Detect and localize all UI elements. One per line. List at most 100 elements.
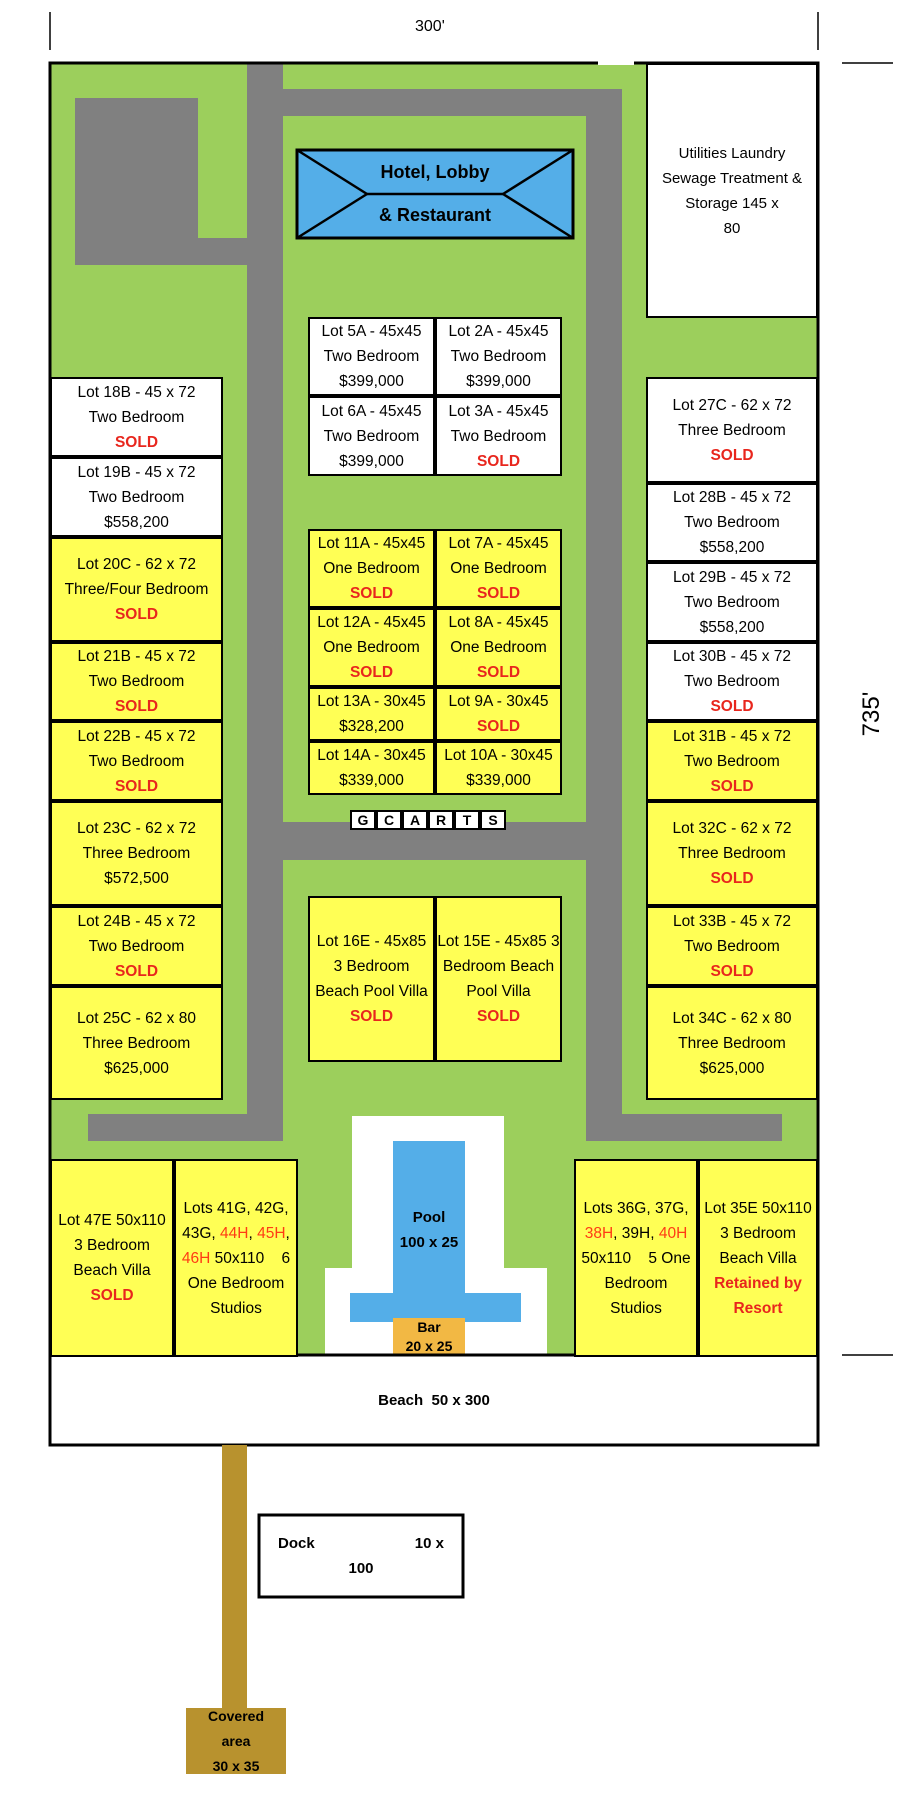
lot-title: Lot 47E 50x110 bbox=[58, 1212, 166, 1229]
lot-status: SOLD bbox=[476, 718, 521, 735]
lot-23c[interactable]: Lot 23C - 62 x 72 Three Bedroom $572,500 bbox=[50, 801, 223, 906]
lot-number-h: 38H bbox=[584, 1224, 614, 1242]
lot-price: $339,000 bbox=[339, 772, 404, 789]
lot-type: Two Bedroom bbox=[88, 673, 185, 690]
lot-type: Beach Villa bbox=[73, 1262, 151, 1279]
lot-number-h: 40H bbox=[658, 1224, 688, 1242]
lot-19b[interactable]: Lot 19B - 45 x 72 Two Bedroom $558,200 bbox=[50, 457, 223, 537]
lot-size: 50x110 6 bbox=[210, 1249, 291, 1267]
lot-price: $339,000 bbox=[466, 772, 531, 789]
lot-3a[interactable]: Lot 3A - 45x45 Two Bedroom SOLD bbox=[435, 396, 562, 476]
lot-title: Lot 30B - 45 x 72 bbox=[672, 648, 792, 665]
lot-21b[interactable]: Lot 21B - 45 x 72 Two Bedroom SOLD bbox=[50, 642, 223, 721]
lot-status: SOLD bbox=[114, 698, 159, 715]
lot-status: SOLD bbox=[476, 664, 521, 681]
lot-32c[interactable]: Lot 32C - 62 x 72 Three Bedroom SOLD bbox=[646, 801, 818, 906]
lot-15e[interactable]: Lot 15E - 45x85 3 Bedroom Beach Pool Vil… bbox=[435, 896, 562, 1062]
lot-type: Three Bedroom bbox=[82, 845, 191, 862]
lot-35e[interactable]: Lot 35E 50x110 3 Bedroom Beach Villa Ret… bbox=[698, 1159, 818, 1357]
lot-14a[interactable]: Lot 14A - 30x45 $339,000 bbox=[308, 741, 435, 795]
lot-title: Lot 19B - 45 x 72 bbox=[77, 463, 196, 481]
lot-title-line3: 46H 50x110 6 bbox=[182, 1246, 290, 1271]
lot-13a[interactable]: Lot 13A - 30x45 $328,200 bbox=[308, 687, 435, 741]
lot-7a[interactable]: Lot 7A - 45x45 One Bedroom SOLD bbox=[435, 529, 562, 608]
lot-29b[interactable]: Lot 29B - 45 x 72 Two Bedroom $558,200 bbox=[646, 562, 818, 642]
carts-letter: G bbox=[350, 810, 376, 830]
lot-type: Beach Pool Villa bbox=[315, 983, 428, 1000]
lot-number-h: 46H bbox=[181, 1249, 211, 1267]
lot-31b[interactable]: Lot 31B - 45 x 72 Two Bedroom SOLD bbox=[646, 721, 818, 801]
lots-41g-46h[interactable]: Lots 41G, 42G, 43G, 44H, 45H, 46H 50x110… bbox=[174, 1159, 298, 1357]
lot-type: One Bedroom bbox=[187, 1274, 285, 1292]
lot-status: SOLD bbox=[710, 870, 754, 887]
lot-title: Lot 11A - 45x45 bbox=[317, 535, 426, 552]
lot-status: SOLD bbox=[710, 962, 754, 980]
lot-price: $558,200 bbox=[699, 539, 765, 556]
hotel-label-line2: & Restaurant bbox=[378, 205, 492, 225]
utilities-line4: 80 bbox=[723, 219, 741, 237]
lot-16e[interactable]: Lot 16E - 45x85 3 Bedroom Beach Pool Vil… bbox=[308, 896, 435, 1062]
pier bbox=[222, 1445, 247, 1708]
lot-title: Lot 12A - 45x45 bbox=[317, 614, 426, 631]
lot-title: Lot 16E - 45x85 bbox=[316, 933, 427, 950]
bar-name: Bar bbox=[417, 1318, 441, 1335]
lot-price: $558,200 bbox=[699, 618, 765, 636]
lot-status: Resort bbox=[733, 1299, 783, 1317]
lot-status: SOLD bbox=[476, 452, 521, 470]
lot-type: Two Bedroom bbox=[88, 408, 185, 426]
covered-area-block bbox=[186, 1708, 286, 1774]
lot-22b[interactable]: Lot 22B - 45 x 72 Two Bedroom SOLD bbox=[50, 721, 223, 801]
lots-36g-40h[interactable]: Lots 36G, 37G, 38H, 39H, 40H 50x110 5 On… bbox=[574, 1159, 698, 1357]
utilities-line2: Sewage Treatment & bbox=[661, 169, 803, 187]
lot-47e[interactable]: Lot 47E 50x110 3 Bedroom Beach Villa SOL… bbox=[50, 1159, 174, 1357]
lot-type: One Bedroom bbox=[450, 560, 547, 577]
utilities-building: Utilities Laundry Sewage Treatment & Sto… bbox=[646, 63, 818, 318]
lot-title-line2: 38H, 39H, 40H bbox=[585, 1221, 688, 1246]
lot-8a[interactable]: Lot 8A - 45x45 One Bedroom SOLD bbox=[435, 608, 562, 687]
lot-type: Three Bedroom bbox=[82, 1034, 191, 1052]
lot-type: One Bedroom bbox=[323, 560, 420, 577]
lot-20c[interactable]: Lot 20C - 62 x 72 Three/Four Bedroom SOL… bbox=[50, 537, 223, 642]
lot-33b[interactable]: Lot 33B - 45 x 72 Two Bedroom SOLD bbox=[646, 906, 818, 986]
lot-type: 3 Bedroom bbox=[720, 1224, 796, 1242]
lot-5a[interactable]: Lot 5A - 45x45 Two Bedroom $399,000 bbox=[308, 317, 435, 396]
lot-27c[interactable]: Lot 27C - 62 x 72 Three Bedroom SOLD bbox=[646, 377, 818, 483]
lot-title: Lot 29B - 45 x 72 bbox=[672, 568, 792, 586]
carts-letter: T bbox=[454, 810, 480, 830]
lot-2a[interactable]: Lot 2A - 45x45 Two Bedroom $399,000 bbox=[435, 317, 562, 396]
lot-type: Beach Villa bbox=[719, 1249, 797, 1267]
lot-type: Two Bedroom bbox=[684, 673, 780, 690]
lot-type: Three Bedroom bbox=[678, 845, 786, 862]
lot-status: Retained by bbox=[714, 1274, 802, 1292]
lot-title: Lot 20C - 62 x 72 bbox=[77, 556, 196, 573]
lot-6a[interactable]: Lot 6A - 45x45 Two Bedroom $399,000 bbox=[308, 396, 435, 476]
lot-30b[interactable]: Lot 30B - 45 x 72 Two Bedroom SOLD bbox=[646, 642, 818, 721]
lot-24b[interactable]: Lot 24B - 45 x 72 Two Bedroom SOLD bbox=[50, 906, 223, 986]
lot-status: SOLD bbox=[710, 777, 754, 795]
lot-12a[interactable]: Lot 12A - 45x45 One Bedroom SOLD bbox=[308, 608, 435, 687]
lot-status: SOLD bbox=[90, 1287, 134, 1304]
lot-type: Three/Four Bedroom bbox=[64, 581, 209, 598]
bar-size: 20 x 25 bbox=[405, 1337, 453, 1354]
lot-title: Lot 25C - 62 x 80 bbox=[77, 1009, 196, 1027]
lot-type: Bedroom Beach bbox=[442, 958, 555, 975]
beach-label: Beach 50 x 300 bbox=[378, 1391, 490, 1409]
lot-title: Lot 31B - 45 x 72 bbox=[672, 727, 792, 745]
roads bbox=[75, 63, 782, 1141]
lot-title: Lot 28B - 45 x 72 bbox=[672, 489, 792, 506]
lot-28b[interactable]: Lot 28B - 45 x 72 Two Bedroom $558,200 bbox=[646, 483, 818, 562]
lot-title: Lot 6A - 45x45 bbox=[321, 402, 422, 420]
lot-type: One Bedroom bbox=[323, 639, 420, 656]
width-dimension-label: 300' bbox=[415, 18, 445, 35]
lot-10a[interactable]: Lot 10A - 30x45 $339,000 bbox=[435, 741, 562, 795]
lot-18b[interactable]: Lot 18B - 45 x 72 Two Bedroom SOLD bbox=[50, 377, 223, 457]
hotel-label-line1: Hotel, Lobby bbox=[380, 162, 490, 182]
lot-25c[interactable]: Lot 25C - 62 x 80 Three Bedroom $625,000 bbox=[50, 986, 223, 1100]
lot-title: Lot 35E 50x110 bbox=[704, 1199, 812, 1217]
lot-type: Two Bedroom bbox=[450, 348, 547, 365]
lot-9a[interactable]: Lot 9A - 30x45 SOLD bbox=[435, 687, 562, 741]
lot-34c[interactable]: Lot 34C - 62 x 80 Three Bedroom $625,000 bbox=[646, 986, 818, 1100]
lot-status: SOLD bbox=[349, 664, 394, 681]
lot-title: Lot 8A - 45x45 bbox=[448, 614, 549, 631]
lot-11a[interactable]: Lot 11A - 45x45 One Bedroom SOLD bbox=[308, 529, 435, 608]
